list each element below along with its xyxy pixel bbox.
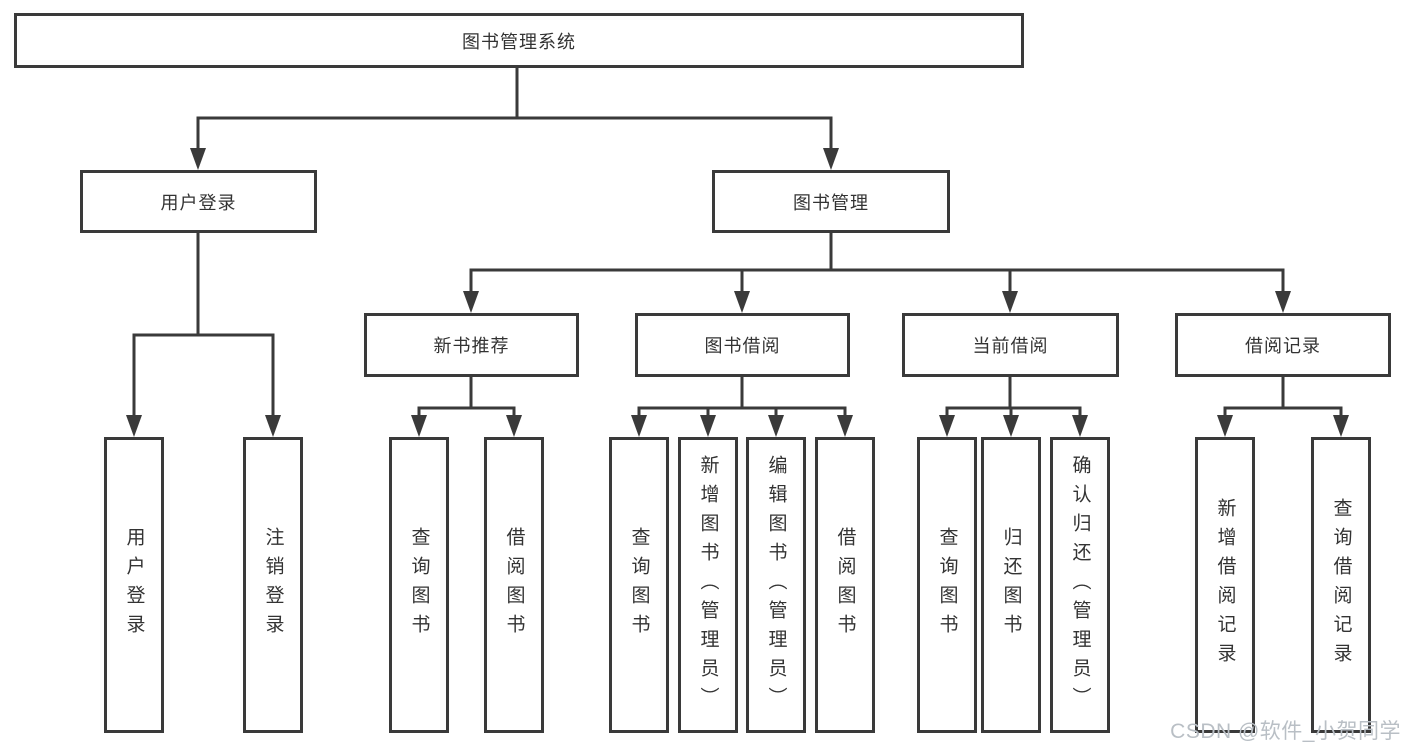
node-book-management-label: 图书管理 bbox=[793, 192, 869, 213]
leaf-return-books: 归还图书 bbox=[981, 437, 1041, 733]
leaf-borrow-books-label: 借阅图书 bbox=[834, 527, 856, 643]
leaf-add-borrow-record-label: 新增借阅记录 bbox=[1214, 498, 1236, 672]
node-book-borrow: 图书借阅 bbox=[635, 313, 850, 377]
leaf-borrow-books: 借阅图书 bbox=[815, 437, 875, 733]
connector-borrow-record-to-leaves bbox=[1217, 375, 1349, 437]
leaf-query-books-recommend-label: 查询图书 bbox=[408, 527, 430, 643]
leaf-query-borrow-record: 查询借阅记录 bbox=[1311, 437, 1371, 733]
node-root: 图书管理系统 bbox=[14, 13, 1024, 68]
node-borrow-record-label: 借阅记录 bbox=[1245, 336, 1321, 356]
leaf-confirm-return-admin: 确认归还（管理员） bbox=[1050, 437, 1110, 733]
leaf-add-books-admin: 新增图书（管理员） bbox=[678, 437, 738, 733]
connector-book-management-to-level3 bbox=[463, 231, 1291, 313]
node-root-label: 图书管理系统 bbox=[462, 31, 576, 52]
csdn-watermark: CSDN @软件_小贺同学 bbox=[1170, 720, 1401, 743]
leaf-query-books-borrow: 查询图书 bbox=[609, 437, 669, 733]
leaf-confirm-return-admin-label: 确认归还（管理员） bbox=[1069, 454, 1091, 716]
node-current-borrow-label: 当前借阅 bbox=[972, 336, 1049, 356]
leaf-query-books-recommend: 查询图书 bbox=[389, 437, 449, 733]
leaf-add-books-admin-label: 新增图书（管理员） bbox=[697, 454, 719, 716]
leaf-query-borrow-record-label: 查询借阅记录 bbox=[1330, 498, 1352, 672]
leaf-borrow-books-recommend: 借阅图书 bbox=[484, 437, 544, 733]
node-current-borrow: 当前借阅 bbox=[902, 313, 1119, 377]
leaf-logout: 注销登录 bbox=[243, 437, 303, 733]
leaf-user-login-label: 用户登录 bbox=[123, 527, 145, 643]
node-user-login: 用户登录 bbox=[80, 170, 317, 233]
leaf-add-borrow-record: 新增借阅记录 bbox=[1195, 437, 1255, 733]
leaf-edit-books-admin-label: 编辑图书（管理员） bbox=[765, 454, 787, 716]
connector-book-borrow-to-leaves bbox=[631, 375, 853, 437]
leaf-query-books-borrow-label: 查询图书 bbox=[628, 527, 650, 643]
leaf-return-books-label: 归还图书 bbox=[1000, 527, 1022, 643]
leaf-query-books-current-label: 查询图书 bbox=[936, 527, 958, 643]
leaf-query-books-current: 查询图书 bbox=[917, 437, 977, 733]
leaf-borrow-books-recommend-label: 借阅图书 bbox=[503, 527, 525, 643]
leaf-logout-label: 注销登录 bbox=[262, 527, 284, 643]
connector-user-login-to-leaves bbox=[126, 231, 281, 437]
connector-current-borrow-to-leaves bbox=[939, 375, 1088, 437]
leaf-user-login: 用户登录 bbox=[104, 437, 164, 733]
node-borrow-record: 借阅记录 bbox=[1175, 313, 1391, 377]
connector-root-to-level2 bbox=[190, 66, 839, 170]
node-new-book-recommend: 新书推荐 bbox=[364, 313, 579, 377]
node-new-book-recommend-label: 新书推荐 bbox=[433, 336, 510, 356]
node-user-login-label: 用户登录 bbox=[160, 192, 237, 213]
node-book-borrow-label: 图书借阅 bbox=[704, 336, 781, 356]
node-book-management: 图书管理 bbox=[712, 170, 950, 233]
connector-new-book-recommend-to-leaves bbox=[411, 375, 522, 437]
leaf-edit-books-admin: 编辑图书（管理员） bbox=[746, 437, 806, 733]
